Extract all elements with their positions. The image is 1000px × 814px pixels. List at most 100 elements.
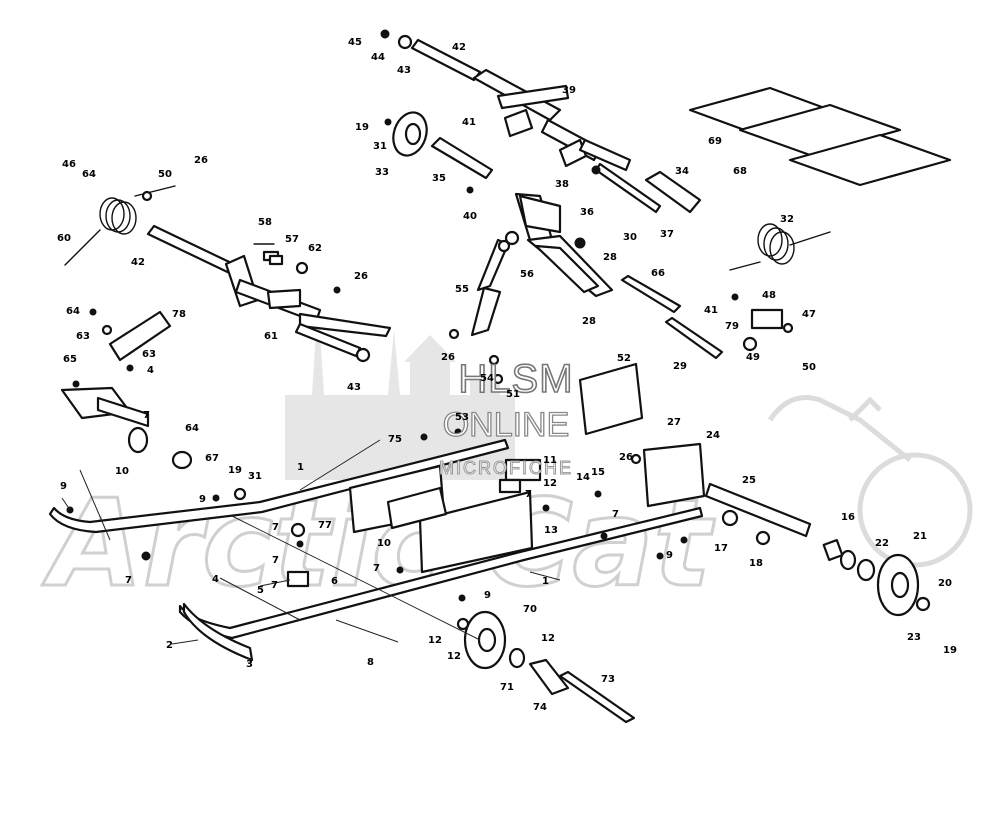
callout-label: 10: [377, 538, 391, 549]
callout-label: 3: [246, 659, 253, 670]
callout-label: 51: [506, 389, 520, 400]
callout-label: 11: [543, 455, 557, 466]
callout-label: 29: [673, 361, 687, 372]
callout-label: 74: [533, 702, 547, 713]
watermark-line3: MICROFICHE: [439, 458, 573, 478]
center-pivot-arm: [466, 186, 724, 360]
callout-label: 60: [57, 233, 71, 244]
callout-label: 42: [131, 257, 145, 268]
callout-label: 23: [907, 632, 921, 643]
callout-label: 12: [428, 635, 442, 646]
callout-label: 1: [542, 576, 549, 587]
callout-label: 67: [205, 453, 219, 464]
callout-label: 43: [347, 382, 361, 393]
callout-label: 38: [555, 179, 569, 190]
callout-label: 8: [367, 657, 374, 668]
left-slide-rail: [48, 438, 704, 662]
callout-label: 54: [480, 373, 494, 384]
front-idler-wheel: [384, 111, 494, 180]
callout-label: 24: [706, 430, 720, 441]
callout-label: 69: [708, 136, 722, 147]
callout-label: 28: [603, 252, 617, 263]
callout-label: 37: [660, 229, 674, 240]
callout-label: 18: [749, 558, 763, 569]
leader-lines: [61, 439, 561, 645]
callout-label: 4: [147, 365, 154, 376]
callout-label: 16: [841, 512, 855, 523]
callout-label: 66: [651, 268, 665, 279]
callout-label: 39: [562, 85, 576, 96]
callout-label: 12: [543, 478, 557, 489]
callout-label: 40: [463, 211, 477, 222]
callout-label: 12: [541, 633, 555, 644]
callout-label: 7: [143, 410, 150, 421]
callout-label: 45: [348, 37, 362, 48]
callout-label: 64: [82, 169, 96, 180]
callout-label: 68: [733, 166, 747, 177]
callout-label: 44: [371, 52, 385, 63]
callout-label: 9: [484, 590, 491, 601]
callout-label: 32: [780, 214, 794, 225]
callout-label: 70: [523, 604, 537, 615]
callout-label: 42: [452, 42, 466, 53]
callout-label: 26: [441, 352, 455, 363]
callout-label: 15: [591, 467, 605, 478]
callout-label: 17: [714, 543, 728, 554]
callout-label: 4: [212, 574, 219, 585]
callout-label: 14: [576, 472, 590, 483]
shock-absorber: [470, 238, 511, 337]
callout-label: 28: [582, 316, 596, 327]
callout-labels: 45 44 43 42 39 19 41 31 33 35 38 34 40 3…: [57, 37, 957, 713]
callout-label: 53: [455, 412, 469, 423]
watermark-motorcycle-outline: [767, 395, 973, 568]
callout-label: 26: [194, 155, 208, 166]
callout-label: 63: [142, 349, 156, 360]
upper-rear-arm: [380, 29, 632, 172]
callout-label: 57: [285, 234, 299, 245]
callout-label: 1: [297, 462, 304, 473]
callout-label: 35: [432, 173, 446, 184]
callout-label: 31: [248, 471, 262, 482]
callout-label: 31: [373, 141, 387, 152]
callout-label: 21: [913, 531, 927, 542]
front-bracket: [60, 310, 193, 470]
watermark-line2: ONLINE: [443, 406, 570, 444]
callout-label: 9: [199, 494, 206, 505]
callout-label: 19: [228, 465, 242, 476]
callout-label: 2: [166, 640, 173, 651]
callout-label: 50: [802, 362, 816, 373]
callout-label: 20: [938, 578, 952, 589]
track-clips: [688, 86, 952, 187]
callout-label: 7: [272, 522, 279, 533]
callout-label: 78: [172, 309, 186, 320]
callout-label: 71: [500, 682, 514, 693]
callout-label: 6: [331, 576, 338, 587]
callout-label: 7: [125, 575, 132, 586]
callout-label: 46: [62, 159, 76, 170]
cross-brace: [348, 362, 812, 574]
watermark-line1: HLSM: [458, 357, 573, 401]
callout-label: 64: [66, 306, 80, 317]
callout-label: 41: [704, 305, 718, 316]
callout-label: 73: [601, 674, 615, 685]
callout-label: 25: [742, 475, 756, 486]
callout-label: 52: [617, 353, 631, 364]
callout-label: 30: [623, 232, 637, 243]
callout-label: 61: [264, 331, 278, 342]
callout-label: 34: [675, 166, 689, 177]
callout-label: 47: [802, 309, 816, 320]
callout-label: 19: [355, 122, 369, 133]
callout-label: 9: [666, 550, 673, 561]
callout-label: 41: [462, 117, 476, 128]
callout-label: 26: [354, 271, 368, 282]
rear-axle-shaft: [591, 162, 702, 214]
callout-label: 62: [308, 243, 322, 254]
rear-idler-wheel: [822, 538, 931, 617]
fasteners: [66, 243, 794, 602]
callout-label: 7: [525, 489, 532, 500]
callout-label: 55: [455, 284, 469, 295]
callout-label: 48: [762, 290, 776, 301]
callout-label: 77: [318, 520, 332, 531]
